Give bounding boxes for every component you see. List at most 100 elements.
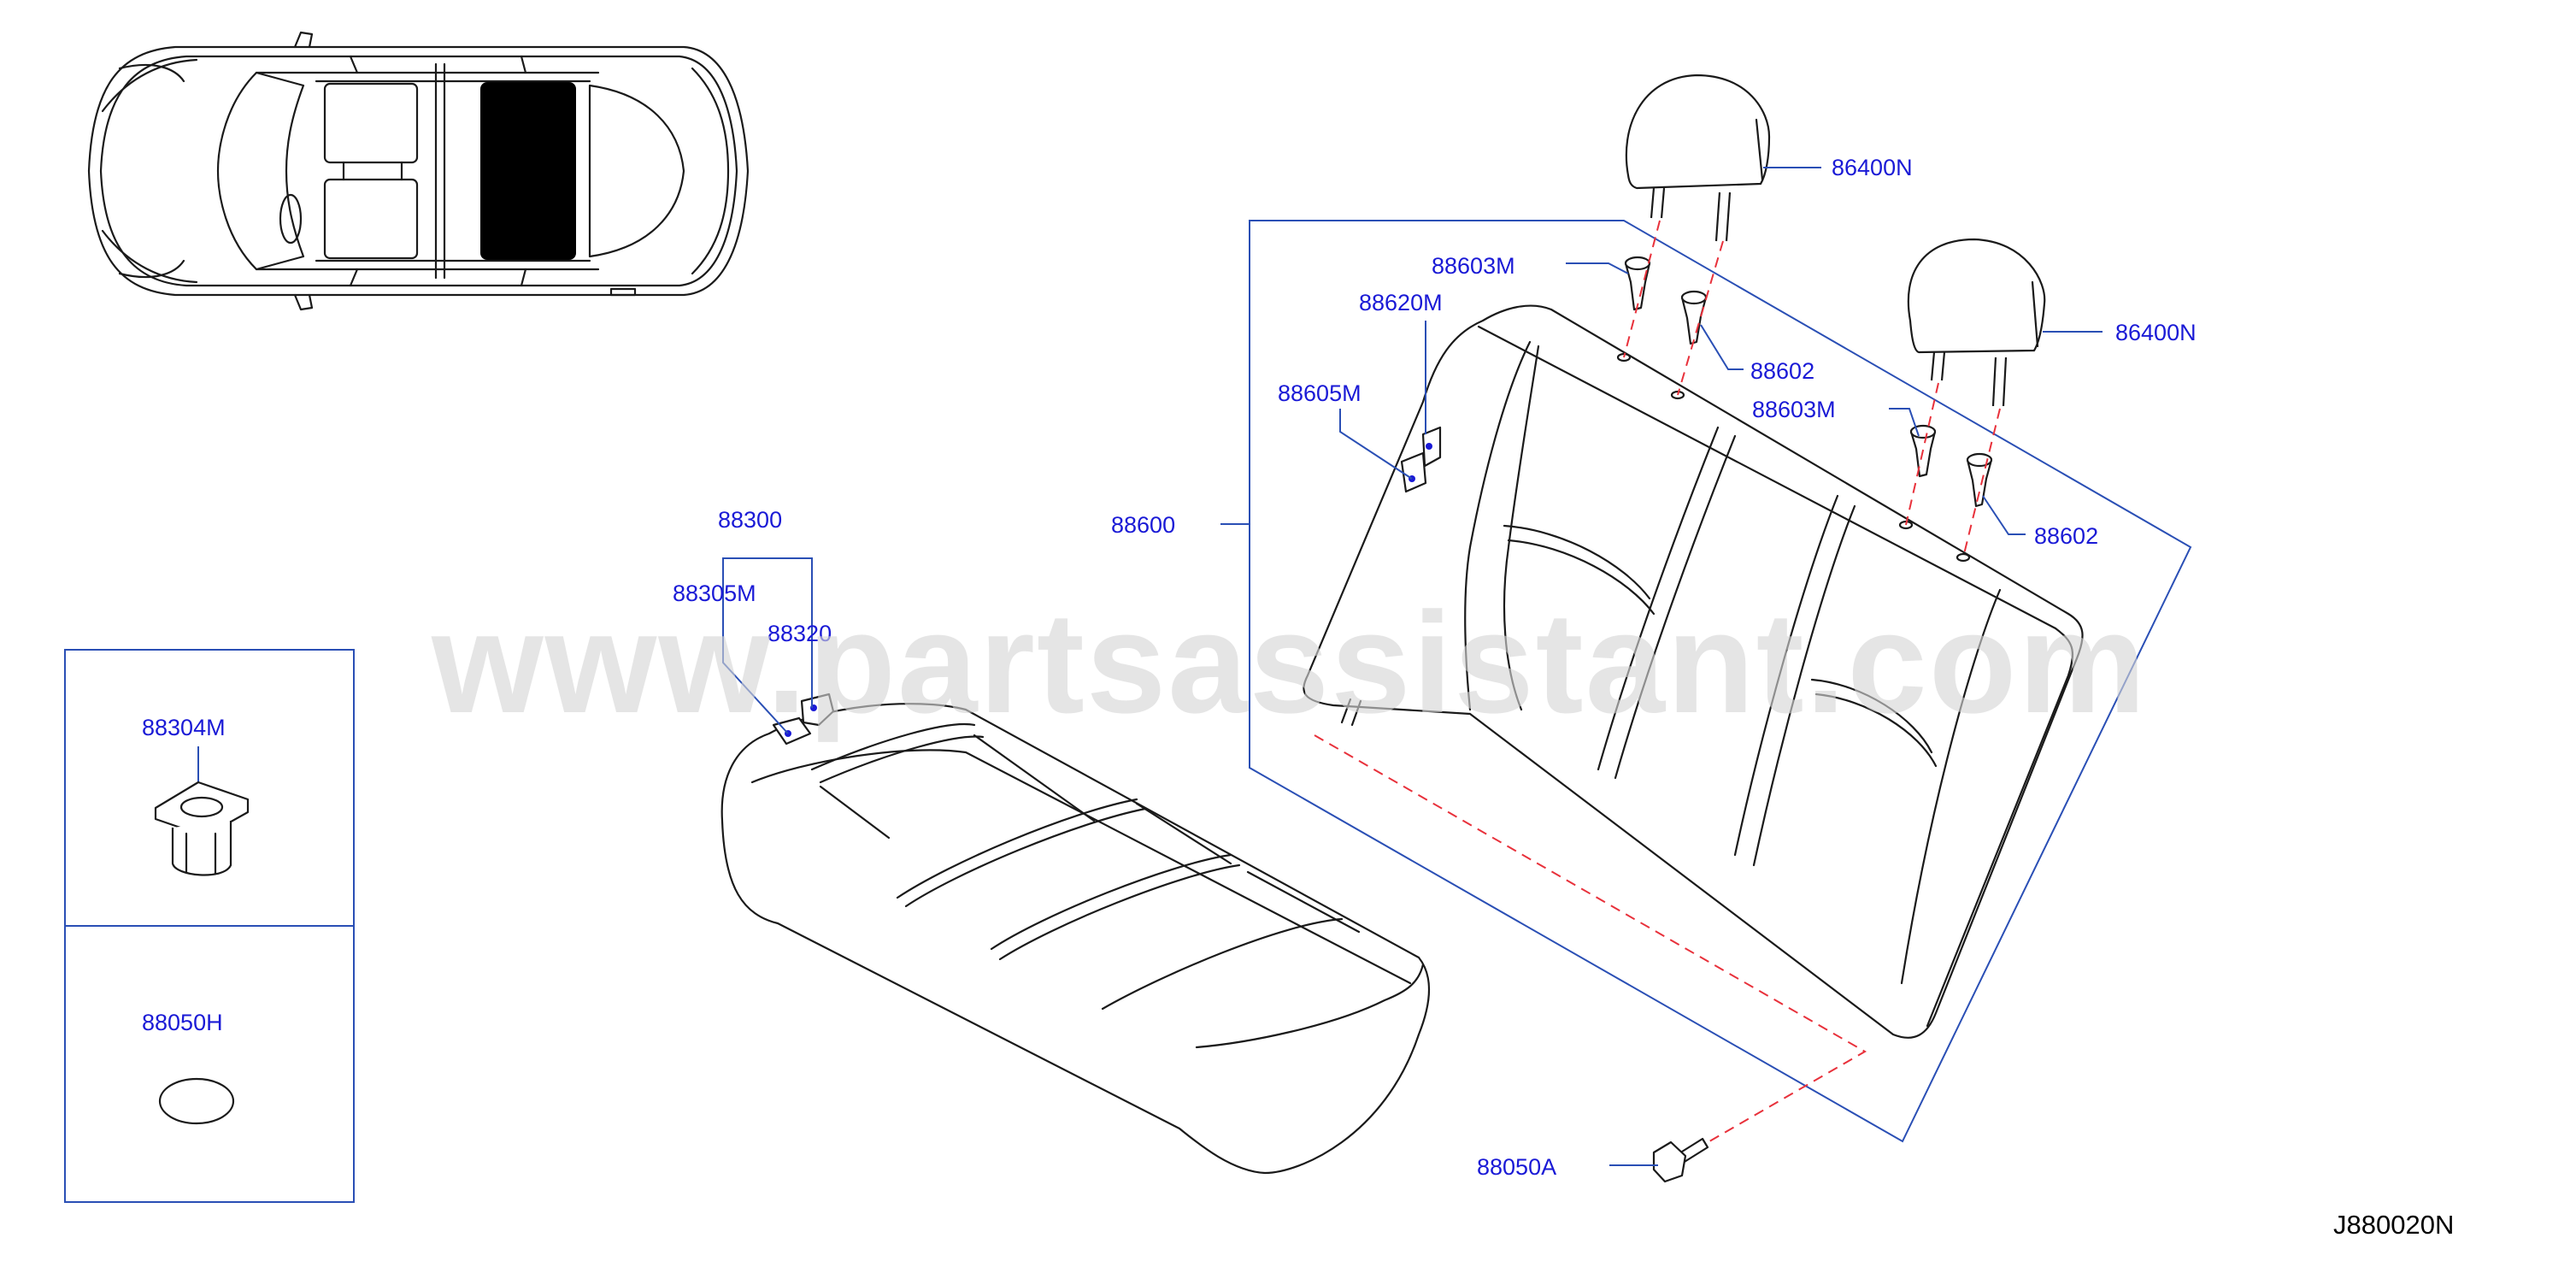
cushion-panel-lines [819, 734, 1361, 934]
dash-headrest-left-b [1677, 240, 1724, 396]
callout-88305m: 88305M [673, 581, 756, 606]
leader-88603m-left [1566, 262, 1629, 274]
car-front-seat-left [323, 82, 419, 164]
seatback-top-edge [1477, 325, 2057, 630]
callout-88600: 88600 [1111, 512, 1175, 538]
clip-ribs [185, 832, 217, 875]
leader-88602-left [1700, 324, 1744, 370]
cushion-top-edge [750, 749, 1412, 985]
car-mirror-right [293, 293, 314, 311]
callout-88603m-left: 88603M [1432, 253, 1515, 279]
cushion-front-edge [1195, 963, 1425, 1049]
callout-88620m: 88620M [1359, 290, 1443, 315]
diagram-reference: J880020N [2333, 1210, 2454, 1240]
car-body-outline [87, 45, 750, 297]
cushion-seam-4 [1101, 917, 1344, 1011]
callout-88050a: 88050A [1477, 1154, 1556, 1180]
callout-88304m: 88304M [142, 715, 226, 740]
callout-88050h: 88050H [142, 1010, 223, 1035]
leader-88300-bracket [722, 557, 813, 564]
cushion-seam-3 [990, 853, 1241, 961]
callout-88603m-right: 88603M [1752, 397, 1836, 422]
dash-headrest-left-a [1623, 220, 1661, 358]
clip-body [171, 821, 232, 876]
clip-slot [179, 796, 224, 818]
cushion-bracket-88320 [800, 692, 835, 727]
seat-back [1303, 304, 2084, 1039]
headrest-guides [1624, 256, 1993, 508]
car-front-arcs [118, 63, 185, 279]
cushion-seam-2 [896, 798, 1147, 908]
leader-lines [722, 167, 2103, 1166]
car-mirror-left [293, 31, 314, 49]
cushion-seam-1 [810, 723, 985, 784]
headrest-right-pad [1907, 238, 2046, 354]
bolt-88050a [1652, 1137, 1709, 1183]
leader-88602-right [1982, 495, 2026, 535]
callout-88300: 88300 [718, 507, 782, 533]
leader-88305m [722, 564, 789, 734]
car-front-seat-right [323, 178, 419, 260]
clip-88304m-drawing [154, 746, 250, 876]
seatback-hole-4 [1956, 552, 1971, 563]
guide-88602-right-cap [1966, 452, 1993, 468]
car-trunk-arcs [691, 67, 730, 275]
cushion-clip-88305m [772, 716, 812, 746]
callout-88605m: 88605M [1278, 380, 1362, 406]
guide-88602-left-cap [1680, 290, 1708, 305]
car-roof-outline [255, 71, 600, 271]
car-hood-left [101, 58, 198, 284]
leader-88605m [1339, 409, 1413, 480]
back-clip-88605m [1400, 451, 1427, 493]
seatback-panel-2 [1597, 426, 1737, 780]
dash-headrest-right-a [1905, 382, 1939, 526]
inset-panel [64, 649, 355, 1203]
plug-88050h-drawing [158, 1077, 235, 1125]
assembly-lines [1314, 220, 2001, 1145]
headrest-left-pad [1625, 74, 1771, 190]
headrest-right-seam [2031, 280, 2039, 348]
bolt-head [1652, 1140, 1687, 1183]
seatback-hole-2 [1670, 390, 1685, 400]
callout-88602-left: 88602 [1750, 358, 1814, 384]
callout-86400n-left: 86400N [1832, 155, 1913, 180]
dash-headrest-right-b [1962, 408, 2001, 558]
dash-bolt-path [1314, 734, 1867, 1145]
car-center-console [342, 62, 446, 280]
car-top-view [87, 31, 750, 311]
headrest-right-stays [1930, 351, 2008, 407]
seatback-right-edge [1926, 627, 2074, 1028]
seat-cushion [720, 692, 1431, 1175]
cushion-outline [720, 703, 1431, 1175]
headrest-left-seam [1755, 118, 1764, 181]
back-bracket-dot [1426, 443, 1432, 450]
seatback-left-edge [1464, 340, 1532, 711]
seat-back-frame [1249, 220, 2192, 1143]
callout-labels: 86400N 86400N 88603M 88602 88603M 88602 … [142, 155, 2197, 1180]
seatback-panel-4 [1900, 588, 2002, 985]
headrest-left [1625, 74, 1771, 242]
car-door-lines [349, 55, 527, 287]
car-body-inner [99, 55, 738, 287]
callout-88602-right: 88602 [2034, 523, 2098, 549]
car-rear-window [588, 84, 685, 258]
seatback-hole-1 [1616, 352, 1632, 362]
seatback-lumbar-arcs [1503, 524, 1938, 768]
headrest-left-stays [1650, 187, 1732, 242]
watermark: www.partsassistant.com [431, 582, 2148, 743]
car-tag [609, 287, 637, 297]
highlight-zone-rear-seat [480, 82, 576, 260]
seatback-outline [1303, 304, 2084, 1039]
headrest-right [1907, 238, 2046, 407]
car-windshield-front [216, 71, 305, 271]
seatback-hook [1340, 698, 1362, 727]
leader-88603m-right [1889, 408, 1920, 437]
seatback-panel-3 [1733, 494, 1856, 867]
guide-88603m-left-cap [1624, 256, 1651, 271]
guide-88603m-right-cap [1909, 424, 1937, 439]
car-steering-wheel [279, 193, 303, 245]
seatback-panel-1 [1503, 345, 1540, 711]
callout-88320: 88320 [768, 621, 832, 646]
